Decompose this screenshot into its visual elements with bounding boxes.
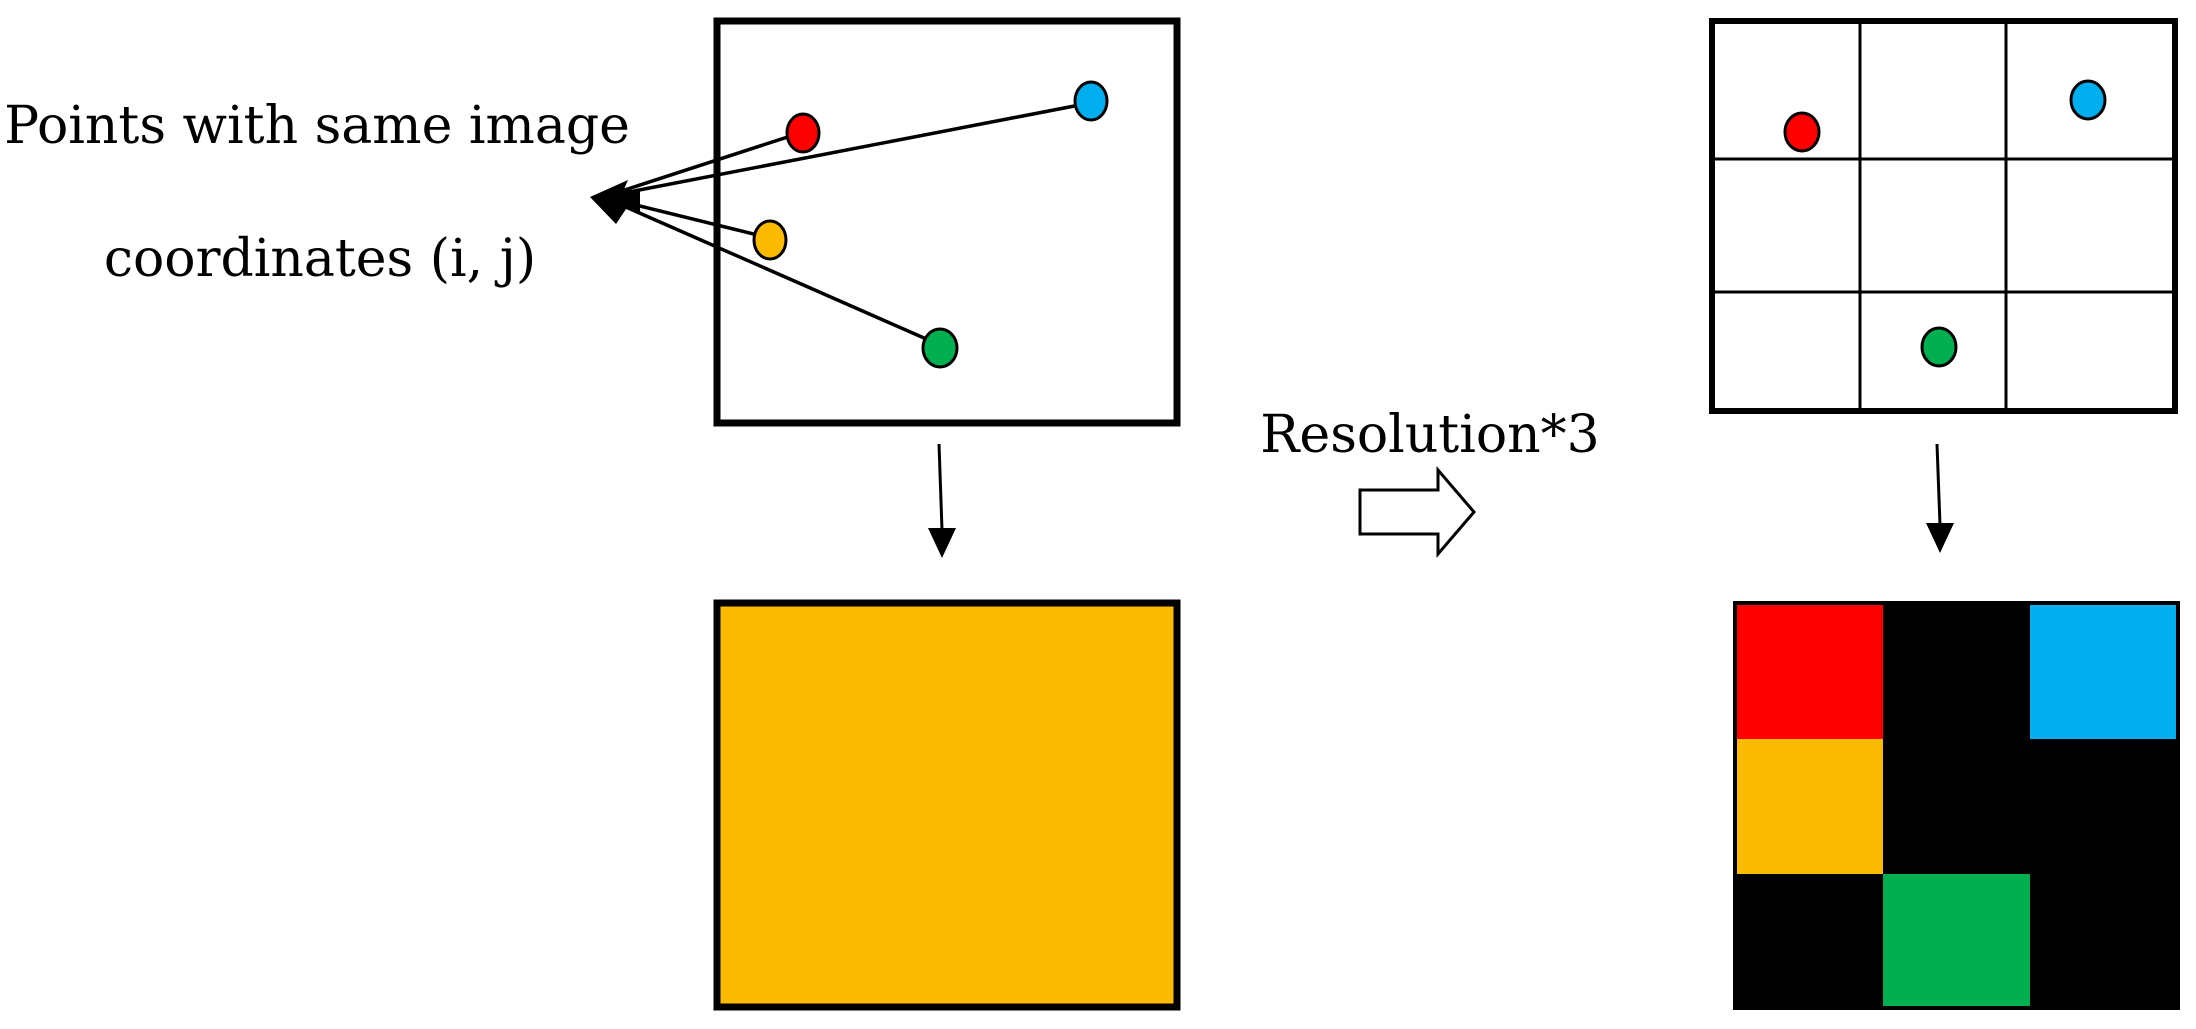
source-point-yellow bbox=[752, 219, 788, 261]
result-cell-1-1 bbox=[1883, 739, 2030, 874]
result-cell-2-0 bbox=[1735, 874, 1883, 1008]
result-cell-0-0 bbox=[1735, 603, 1883, 739]
resolution-arrow-icon bbox=[1358, 465, 1476, 559]
label-points-line2: coordinates (i, j) bbox=[104, 229, 536, 289]
result-grid-border bbox=[1733, 601, 2180, 1010]
grid-point-red bbox=[1783, 111, 1821, 153]
convergence-arrowhead bbox=[590, 180, 640, 224]
source-point-blue bbox=[1073, 80, 1109, 122]
result-cell-2-2 bbox=[2030, 874, 2178, 1008]
high-res-result bbox=[1733, 601, 2180, 1010]
grid-point-green bbox=[1920, 326, 1958, 368]
line-green bbox=[602, 195, 941, 347]
grid-point-blue bbox=[2069, 79, 2107, 121]
label-resolution: Resolution*3 bbox=[1260, 405, 1599, 465]
source-point-red bbox=[785, 112, 821, 154]
arrowhead-core bbox=[592, 190, 640, 212]
result-cell-0-1 bbox=[1883, 603, 2030, 739]
label-points-line1: Points with same image bbox=[4, 96, 630, 156]
source-point-green bbox=[921, 327, 959, 369]
down-arrow-right bbox=[1926, 443, 1954, 553]
line-red bbox=[602, 131, 801, 199]
result-cell-1-0 bbox=[1735, 739, 1883, 874]
result-cell-1-2 bbox=[2030, 739, 2178, 874]
result-cell-0-2 bbox=[2030, 603, 2178, 739]
down-arrow-left bbox=[928, 443, 956, 558]
low-res-result bbox=[713, 599, 1181, 1011]
result-cell-2-1 bbox=[1883, 874, 2030, 1008]
line-blue bbox=[602, 101, 1091, 199]
